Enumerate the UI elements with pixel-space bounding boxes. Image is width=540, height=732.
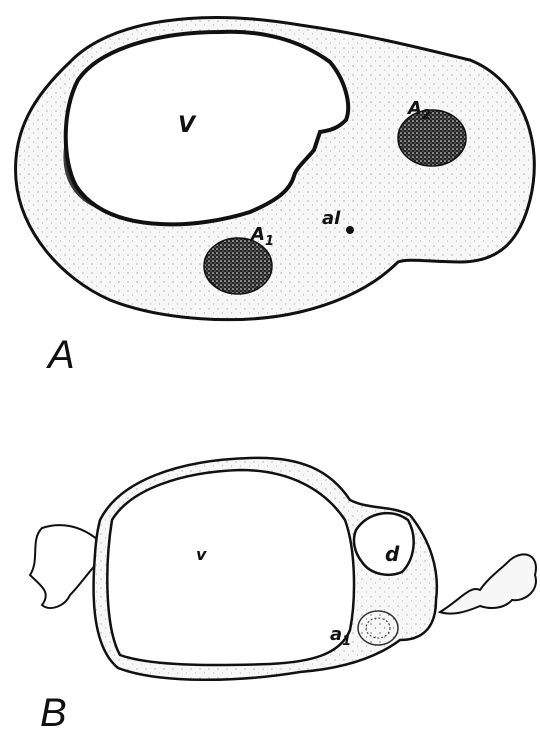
section-a: V A1 A2 al A (16, 18, 535, 377)
small-structure-al (346, 226, 354, 234)
section-b: v d a1 B (30, 458, 536, 732)
node-b-a1 (358, 611, 398, 645)
node-a1 (204, 238, 272, 294)
panel-label-a: A (46, 333, 75, 377)
duct-label-d: d (385, 542, 400, 566)
panel-label-b: B (40, 691, 67, 732)
section-b-left-fringe (30, 525, 100, 608)
small-label-al: al (322, 208, 341, 229)
section-b-right-fringe (440, 554, 536, 613)
section-b-lumen (107, 470, 354, 665)
lumen-label-v-b: v (196, 545, 207, 564)
lumen-label-v-a: V (178, 113, 197, 138)
